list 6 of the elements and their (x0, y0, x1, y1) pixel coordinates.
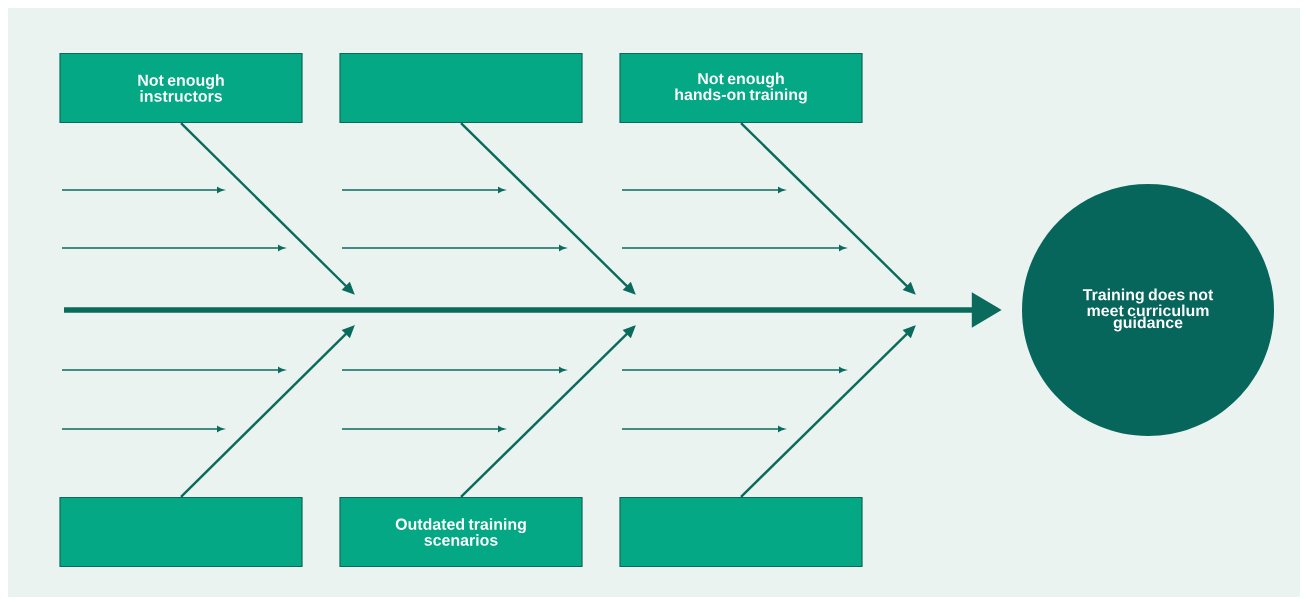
cause-box (339, 52, 583, 124)
cause-box (59, 496, 303, 568)
cause-box: Outdated training scenarios (339, 496, 583, 568)
cause-box: Not enough hands-on training (619, 52, 863, 124)
cause-box (619, 496, 863, 568)
cause-box: Not enough instructors (59, 52, 303, 124)
